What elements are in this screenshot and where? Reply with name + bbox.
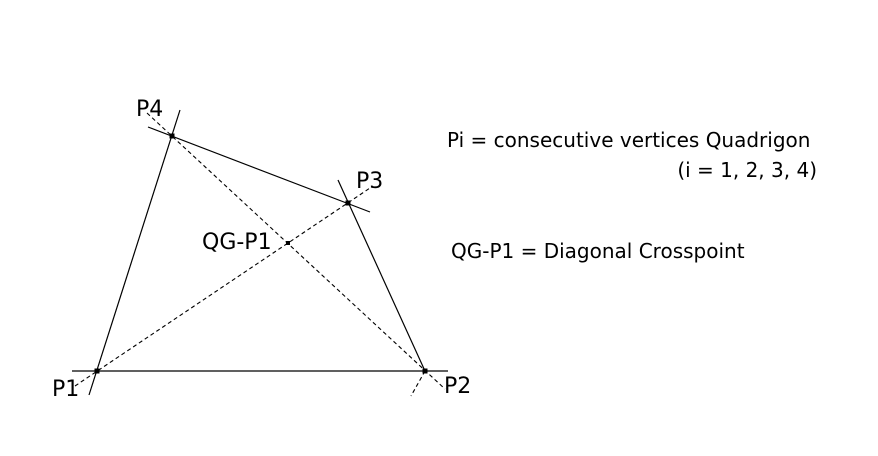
line-extension-stub-below-p2	[410, 370, 426, 397]
vertex-label-p1: P1	[52, 377, 80, 402]
side-line-p2-p3	[337, 179, 426, 372]
diagonal-line-p1-p3	[74, 185, 374, 387]
legend-line-crosspoint: QG-P1 = Diagonal Crosspoint	[451, 239, 745, 263]
vertex-label-p2: P2	[444, 374, 472, 399]
legend-line-vertices: Pi = consecutive vertices Quadrigon	[447, 128, 811, 152]
side-line-p3-p4	[147, 126, 371, 213]
vertex-label-p3: P3	[356, 169, 384, 194]
vertex-dot-p1	[94, 368, 100, 374]
crosspoint-label-qg-p1: QG-P1	[202, 230, 272, 255]
legend-line-index-range: (i = 1, 2, 3, 4)	[677, 158, 817, 182]
vertex-label-p4: P4	[136, 97, 164, 122]
vertex-dot-p3	[345, 200, 351, 206]
legend-text-block: Pi = consecutive vertices Quadrigon (i =…	[447, 125, 817, 185]
diagonal-line-p2-p4	[146, 112, 446, 390]
side-line-p4-p1	[88, 109, 181, 396]
crosspoint-dot-qg-p1	[286, 241, 290, 245]
vertex-dot-p2	[422, 368, 428, 374]
vertex-dot-p4	[169, 133, 175, 139]
